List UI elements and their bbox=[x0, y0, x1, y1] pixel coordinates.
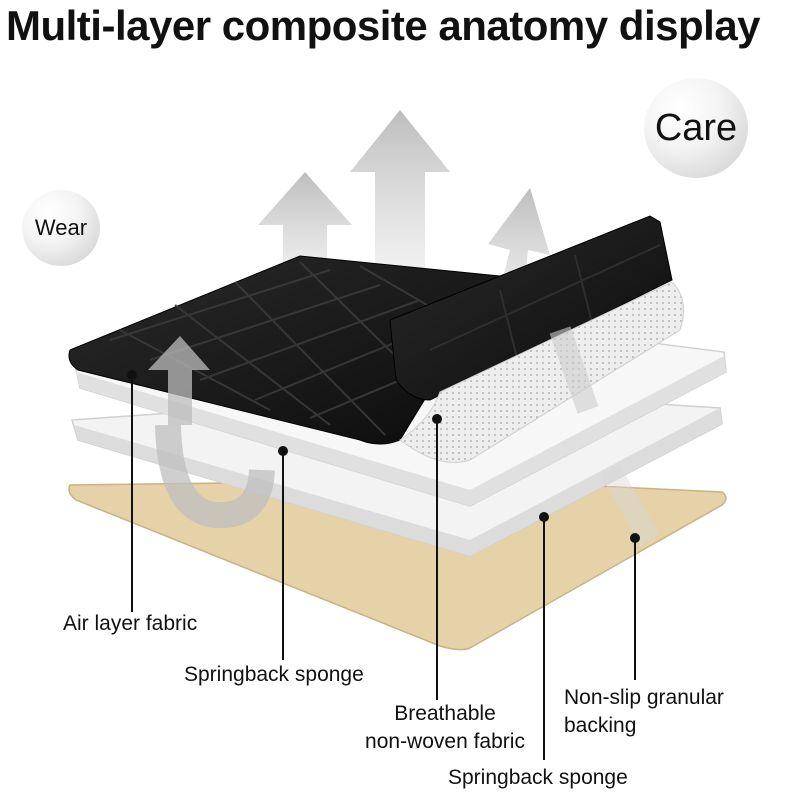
label-air-layer-fabric: Air layer fabric bbox=[63, 612, 198, 635]
airflow-curve-arrow-icon bbox=[148, 326, 660, 546]
label-breathable-non-woven: Breathable non-woven fabric bbox=[350, 700, 540, 756]
label-breathable-line2: non-woven fabric bbox=[365, 730, 525, 753]
pointer-air-layer bbox=[127, 370, 137, 612]
air-layer-fabric-layer bbox=[68, 215, 685, 463]
airflow-arrow-center-icon bbox=[350, 110, 450, 300]
care-badge-label: Care bbox=[654, 106, 738, 149]
care-badge: Care bbox=[644, 78, 748, 178]
pointer-non-slip bbox=[630, 533, 640, 680]
label-non-slip-line1: Non-slip granular bbox=[564, 686, 724, 709]
wear-badge-label: Wear bbox=[34, 215, 88, 240]
wear-badge: Wear bbox=[22, 190, 100, 266]
label-non-slip-line2: backing bbox=[564, 714, 637, 737]
pointer-breathable bbox=[432, 414, 442, 700]
label-non-slip-backing: Non-slip granular backing bbox=[564, 684, 724, 740]
page-title: Multi-layer composite anatomy display bbox=[6, 2, 761, 49]
label-springback-sponge-bottom: Springback sponge bbox=[448, 766, 628, 789]
airflow-arrow-left-icon bbox=[258, 172, 352, 300]
label-springback-sponge-top: Springback sponge bbox=[184, 663, 364, 686]
pointer-springback-top bbox=[278, 446, 288, 660]
pointer-springback-bottom bbox=[539, 512, 549, 760]
label-breathable-line1: Breathable bbox=[394, 702, 496, 725]
